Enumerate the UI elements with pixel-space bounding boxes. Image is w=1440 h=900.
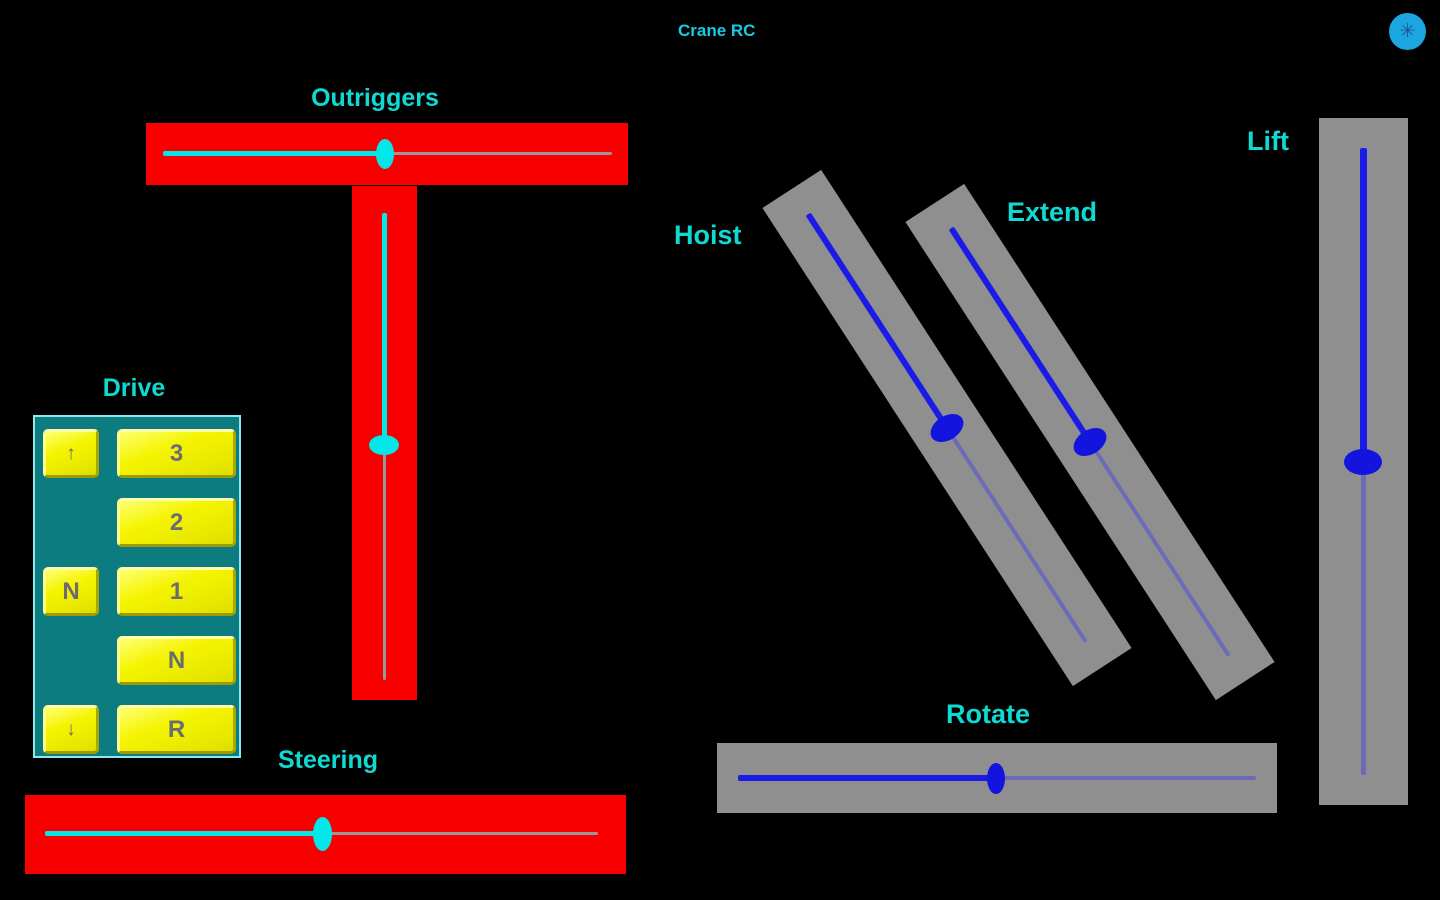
outriggers-thumb[interactable]: [376, 139, 394, 169]
gear-2-button[interactable]: 2: [117, 498, 236, 547]
lift-thumb[interactable]: [1344, 449, 1382, 475]
gear-icon: ✳: [1399, 21, 1416, 42]
steering-slider[interactable]: [25, 795, 626, 874]
lift-label: Lift: [1247, 126, 1289, 156]
gear-1-button[interactable]: 1: [117, 567, 236, 616]
steering-track-active: [45, 831, 323, 836]
outriggers-track-active: [163, 151, 385, 156]
drive-throttle-track-active: [382, 213, 387, 445]
lift-track-active: [1360, 148, 1367, 462]
hoist-label: Hoist: [674, 220, 742, 250]
gear-3-button[interactable]: 3: [117, 429, 236, 478]
drive-throttle-track-inactive: [383, 445, 386, 680]
drive-throttle-thumb[interactable]: [369, 435, 399, 455]
gear-neutral-button[interactable]: N: [117, 636, 236, 685]
steering-track-inactive: [323, 832, 598, 835]
outriggers-track-inactive: [385, 152, 612, 155]
drive-throttle-slider[interactable]: [352, 186, 417, 700]
steering-thumb[interactable]: [313, 817, 332, 851]
outriggers-label: Outriggers: [311, 84, 439, 112]
rotate-label: Rotate: [946, 699, 1031, 729]
extend-label: Extend: [1007, 197, 1098, 227]
app-title: Crane RC: [678, 21, 756, 40]
gear-down-button[interactable]: ↓: [43, 705, 99, 754]
outriggers-slider[interactable]: [146, 123, 628, 185]
lift-track-inactive: [1361, 462, 1366, 775]
drive-label: Drive: [102, 374, 166, 402]
gear-reverse-button[interactable]: R: [117, 705, 236, 754]
rotate-thumb[interactable]: [987, 763, 1005, 794]
rotate-track-inactive: [996, 776, 1256, 780]
rotate-track-active: [738, 775, 996, 781]
extend-thumb[interactable]: [1068, 422, 1112, 462]
gear-up-button[interactable]: ↑: [43, 429, 99, 478]
settings-button[interactable]: ✳: [1389, 13, 1426, 50]
hoist-thumb[interactable]: [925, 408, 969, 448]
lift-slider[interactable]: [1319, 118, 1408, 805]
rotate-slider[interactable]: [717, 743, 1277, 813]
steering-label: Steering: [277, 746, 379, 774]
gear-neutral-left-button[interactable]: N: [43, 567, 99, 616]
drive-gear-panel: ↑ 3 2 N 1 N ↓ R: [33, 415, 241, 758]
